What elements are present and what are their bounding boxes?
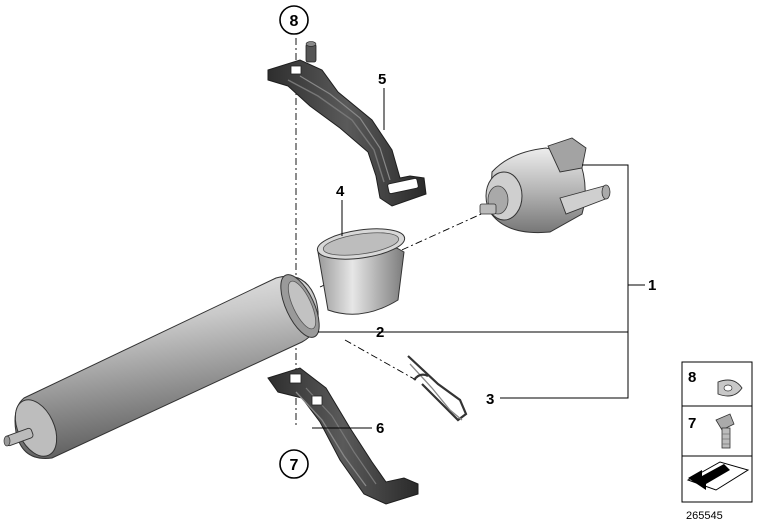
lower-bracket-part: [267, 367, 419, 505]
callout-1: 1: [648, 277, 656, 294]
rubber-sleeve-part: [316, 228, 406, 315]
callout-8-circled: 8: [290, 13, 299, 30]
callout-2: 2: [376, 324, 384, 341]
circle-7-ring: [279, 449, 309, 479]
spring-clip-part: [407, 355, 468, 422]
fuel-filter-part: [3, 274, 320, 459]
bolt-icon: [715, 413, 735, 449]
orientation-arrow-icon: [686, 461, 750, 491]
callout-3: 3: [486, 391, 494, 408]
pressure-regulator-part: [479, 137, 611, 234]
callout-7-circled: 7: [290, 457, 299, 474]
legend-number-8: 8: [688, 369, 696, 386]
upper-bracket-part: [267, 41, 427, 207]
callout-4: 4: [336, 183, 345, 200]
callout-6: 6: [376, 420, 384, 437]
washer-icon: [717, 379, 743, 397]
circle-8-ring: [279, 5, 309, 35]
callout-5: 5: [378, 71, 386, 88]
leader-lines: [312, 88, 645, 429]
figure-id: 265545: [686, 510, 723, 522]
legend-number-7: 7: [688, 415, 696, 432]
